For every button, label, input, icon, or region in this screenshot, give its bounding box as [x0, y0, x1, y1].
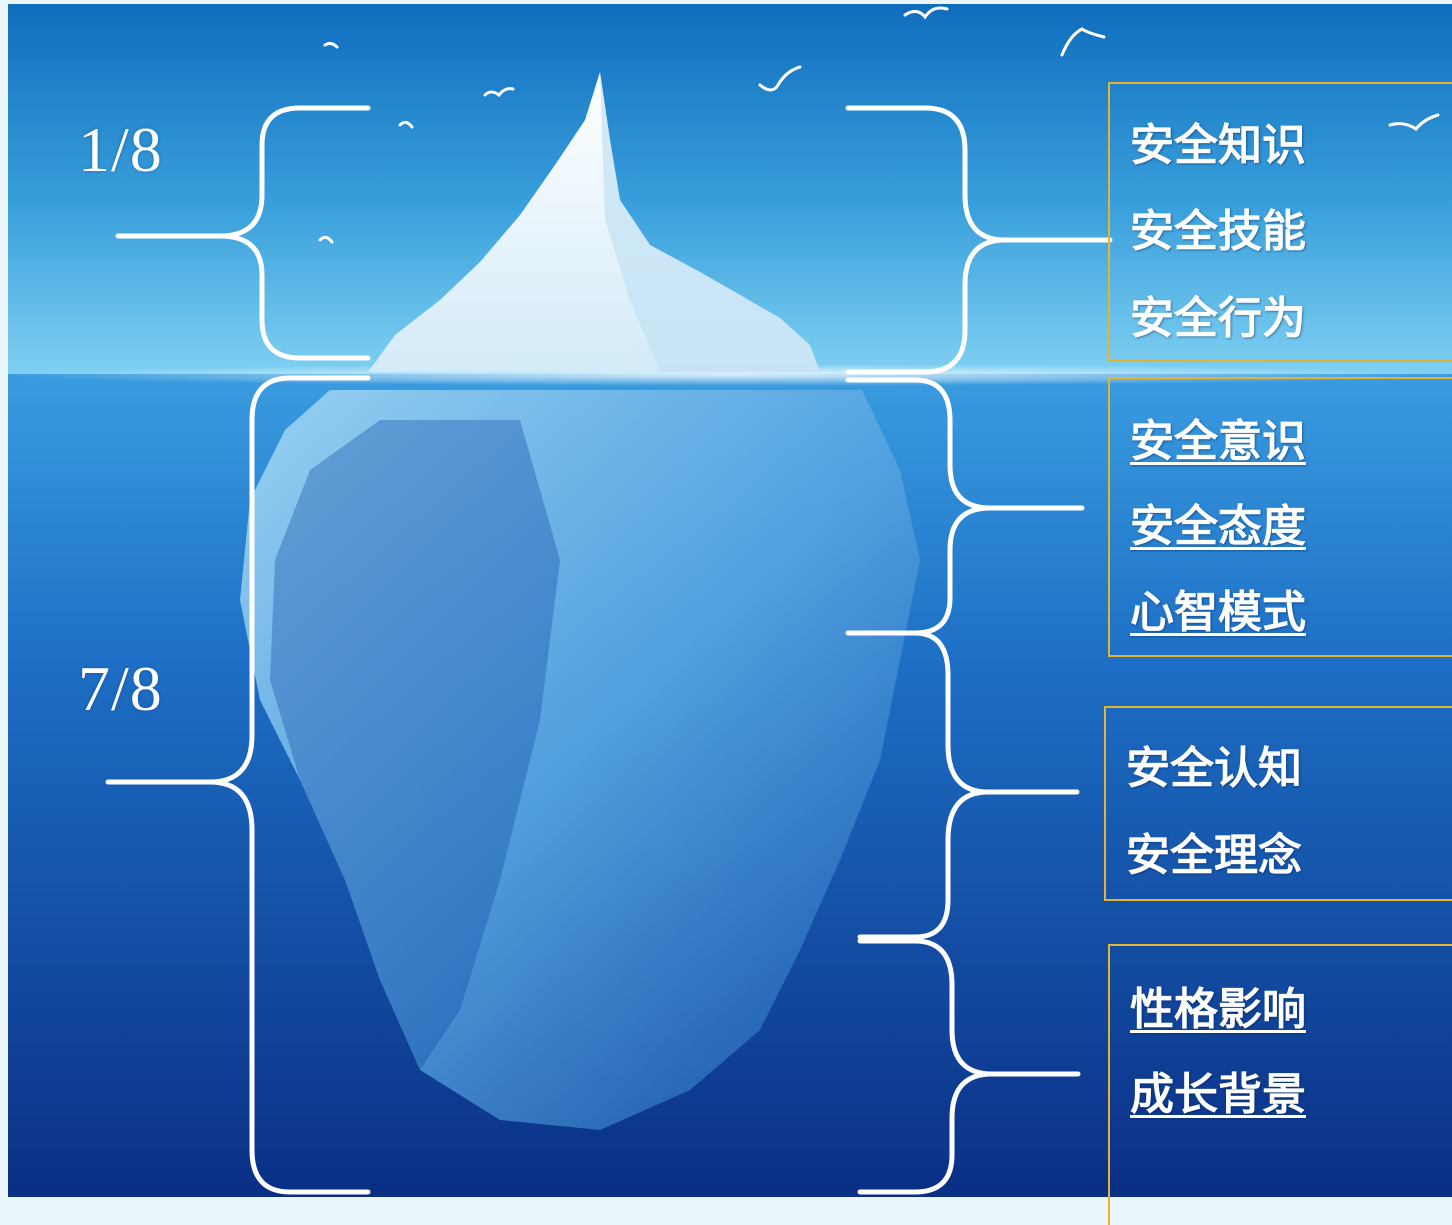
- group-visible-box: [1108, 82, 1452, 362]
- brace-left: [105, 105, 371, 1195]
- ratio-above-water: 1/8: [78, 114, 163, 185]
- waterline: [8, 364, 1452, 386]
- label-safety-knowledge: 安全知识: [1130, 120, 1306, 171]
- iceberg-tip-shade: [600, 72, 820, 372]
- brace-right: [845, 105, 1113, 1195]
- birds: [318, 6, 1440, 244]
- group-personality-box: [1108, 944, 1452, 1225]
- label-personality-influence: 性格影响: [1130, 984, 1306, 1035]
- label-growth-background: 成长背景: [1130, 1069, 1306, 1120]
- label-safety-behavior: 安全行为: [1130, 293, 1306, 344]
- group-cognition-box: [1104, 706, 1452, 901]
- label-mental-model: 心智模式: [1130, 587, 1306, 638]
- label-safety-cognition: 安全认知: [1126, 743, 1302, 794]
- iceberg-underwater: [240, 390, 920, 1130]
- iceberg-underwater-shadow: [270, 420, 560, 1070]
- group-consciousness-box: [1108, 377, 1452, 657]
- label-safety-skills: 安全技能: [1130, 206, 1306, 257]
- label-safety-awareness: 安全意识: [1130, 416, 1306, 467]
- label-safety-concept: 安全理念: [1126, 830, 1302, 881]
- ratio-below-water: 7/8: [78, 653, 163, 724]
- label-safety-attitude: 安全态度: [1130, 501, 1306, 552]
